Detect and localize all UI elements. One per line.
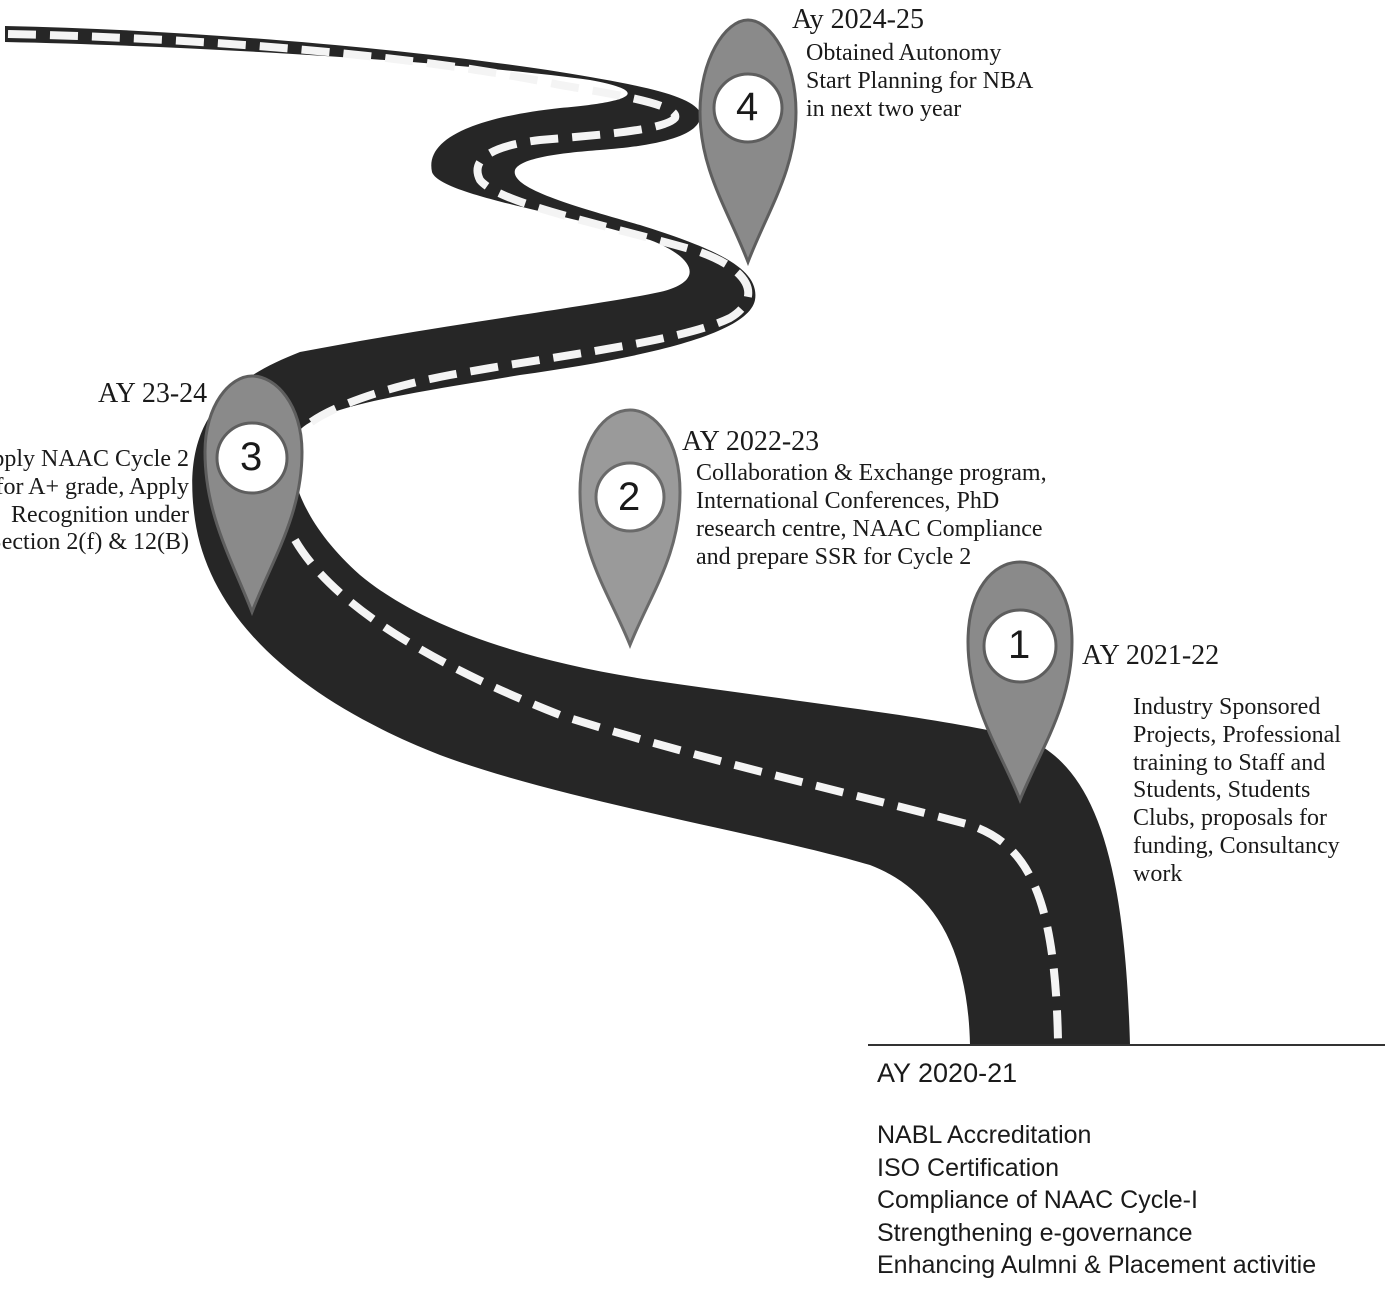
milestone-3-number: 3 [240,434,262,480]
start-line: Enhancing Aulmni & Placement activitie [877,1249,1316,1282]
milestone-3-line: Section 2(f) & 12(B) [0,529,189,557]
milestone-1-line: Projects, Professional [1133,722,1341,750]
map-pin-icon [700,20,796,262]
milestone-1-line: Clubs, proposals for [1133,805,1341,833]
start-line: ISO Certification [877,1152,1316,1185]
map-pin-icon [580,410,680,645]
milestone-4-text: Ay 2024-25 Obtained Autonomy Start Plann… [792,4,1033,124]
milestone-1-year: AY 2021-22 [1082,640,1219,672]
milestone-3-year: AY 23-24 [98,378,207,410]
start-line: Compliance of NAAC Cycle-I [877,1184,1316,1217]
milestone-2-line: International Conferences, PhD [696,488,1047,516]
milestone-1-line: funding, Consultancy [1133,833,1341,861]
milestone-2-year: AY 2022-23 [682,426,1047,458]
start-year: AY 2020-21 [877,1058,1316,1089]
milestone-2-line: and prepare SSR for Cycle 2 [696,544,1047,572]
milestone-4-line: in next two year [806,96,1033,124]
milestone-1-number: 1 [1008,622,1030,668]
milestone-2-text: AY 2022-23 Collaboration & Exchange prog… [682,426,1047,572]
milestone-3-line: for A+ grade, Apply [0,474,189,502]
milestone-2-line: Collaboration & Exchange program, [696,460,1047,488]
milestone-3-line: Apply NAAC Cycle 2 [0,446,189,474]
milestone-4-number: 4 [736,84,758,130]
milestone-4-year: Ay 2024-25 [792,4,1033,36]
start-line: NABL Accreditation [877,1119,1316,1152]
milestone-1-line: Students, Students [1133,777,1341,805]
start-line: Strengthening e-governance [877,1217,1316,1250]
milestone-3-text: Apply NAAC Cycle 2 for A+ grade, Apply R… [0,446,189,557]
milestone-2-number: 2 [618,474,640,520]
milestone-4-line: Obtained Autonomy [806,40,1033,68]
milestone-1-line: work [1133,861,1341,889]
milestone-1-line: training to Staff and [1133,750,1341,778]
start-text: AY 2020-21 NABL Accreditation ISO Certif… [877,1058,1316,1282]
milestone-1-line: Industry Sponsored [1133,694,1341,722]
milestone-4-line: Start Planning for NBA [806,68,1033,96]
milestone-3-line: Recognition under [0,502,189,530]
milestone-1-text: Industry Sponsored Projects, Professiona… [1133,694,1341,889]
milestone-2-line: research centre, NAAC Compliance [696,516,1047,544]
